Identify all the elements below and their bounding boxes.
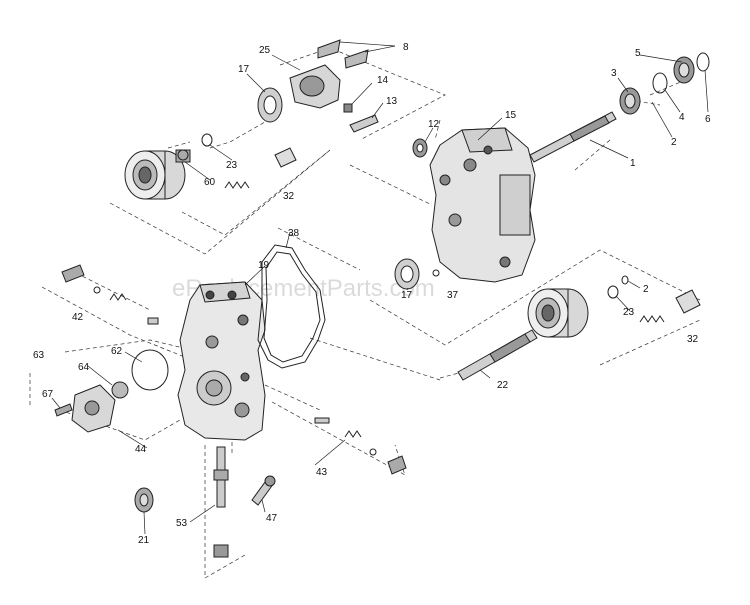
callout-38: 38 [288, 228, 300, 239]
callout-63: 63 [33, 350, 45, 361]
callout-32-right: 32 [687, 334, 699, 345]
seal-ring-icon [619, 52, 710, 115]
callout-53: 53 [176, 518, 188, 529]
callout-labels: 8 25 17 14 13 15 12 5 3 4 6 2 1 23 60 32… [33, 42, 711, 546]
bolt-icon [343, 103, 379, 133]
callout-42: 42 [72, 312, 84, 323]
bolt-icon [61, 264, 159, 325]
seal-ring-icon [131, 133, 629, 391]
callout-32-top: 32 [283, 191, 295, 202]
callout-15: 15 [505, 110, 517, 121]
spring-icon [109, 181, 665, 438]
shaft-icon [457, 329, 538, 381]
callout-2-top: 2 [671, 137, 677, 148]
callout-44: 44 [135, 444, 147, 455]
callout-21: 21 [138, 535, 150, 546]
valve-icon [675, 289, 701, 314]
leader-lines [51, 41, 709, 535]
assembly-dashed-lines [29, 47, 701, 579]
bearing-icon [124, 150, 186, 200]
callout-13: 13 [386, 96, 398, 107]
left-housing-icon [177, 281, 266, 441]
callout-67: 67 [42, 389, 54, 400]
callout-37: 37 [447, 290, 459, 301]
seal-ring-icon [257, 87, 283, 123]
callout-25: 25 [259, 45, 271, 56]
callout-22: 22 [497, 380, 509, 391]
callout-62: 62 [111, 346, 123, 357]
callout-47: 47 [266, 513, 278, 524]
seal-ring-icon [412, 138, 428, 158]
callout-17-mid: 17 [401, 290, 413, 301]
callout-14: 14 [377, 75, 389, 86]
housing-icon [289, 39, 369, 109]
callout-23-top: 23 [226, 160, 238, 171]
callout-43: 43 [316, 467, 328, 478]
bolt-icon [251, 475, 276, 506]
callout-3: 3 [611, 68, 617, 79]
callout-6: 6 [705, 114, 711, 125]
callout-2-mid: 2 [643, 284, 649, 295]
callout-1: 1 [630, 158, 636, 169]
callout-60: 60 [204, 177, 216, 188]
seal-ring-icon [177, 149, 189, 161]
callout-4: 4 [679, 112, 685, 123]
callout-64: 64 [78, 362, 90, 373]
seal-ring-icon [394, 258, 420, 290]
right-housing-icon [429, 127, 536, 283]
valve-icon [213, 446, 229, 558]
gasket-icon [257, 244, 326, 369]
bolt-icon [314, 417, 407, 475]
bearing-icon [527, 288, 589, 338]
callout-23-mid: 23 [623, 307, 635, 318]
callout-8: 8 [403, 42, 409, 53]
callout-12: 12 [428, 119, 440, 130]
callout-5: 5 [635, 48, 641, 59]
shaft-icon [529, 111, 617, 163]
callout-17-top: 17 [238, 64, 250, 75]
seal-ring-icon [134, 487, 154, 513]
bolt-icon [54, 403, 73, 417]
callout-19: 19 [258, 260, 270, 271]
housing-icon [71, 381, 129, 433]
